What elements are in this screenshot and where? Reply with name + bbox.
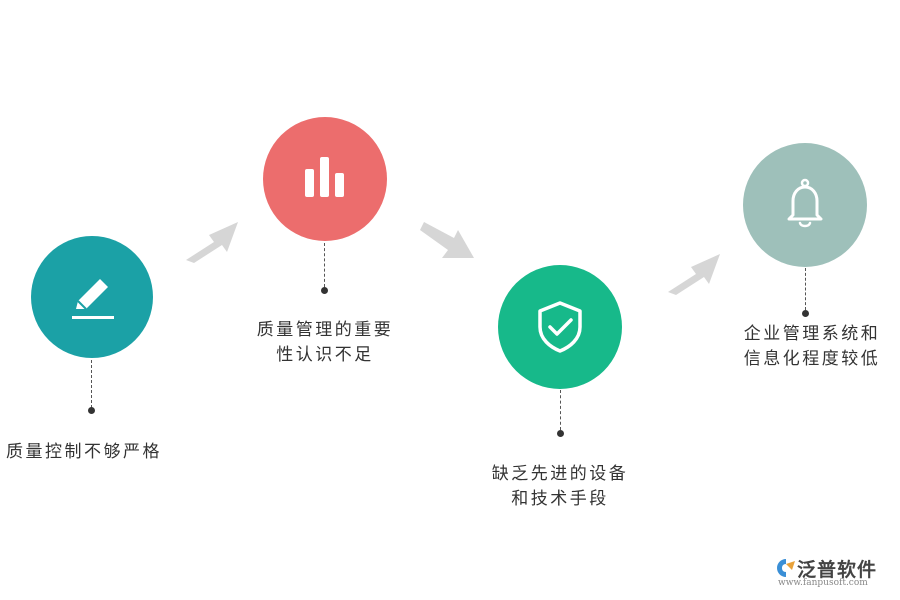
logo-name: 泛普软件: [797, 559, 878, 581]
step-4-connector: [805, 268, 806, 310]
arrow-2-to-3: [420, 222, 474, 258]
step-4-label-line-1: 企业管理系统和: [743, 324, 881, 344]
arrow-3-to-4: [668, 254, 720, 295]
step-2-circle: [263, 117, 387, 241]
step-3-connector: [560, 390, 561, 430]
step-1-label-line-1: 质量控制不够严格: [6, 442, 162, 462]
step-1-dot: [88, 407, 95, 414]
step-1-label: 质量控制不够严格: [6, 440, 176, 465]
logo-url: www.fanpusoft.com: [778, 578, 868, 588]
step-4-dot: [802, 310, 809, 317]
pencil-icon: [72, 279, 114, 319]
bell-icon: [787, 178, 823, 228]
step-2-dot: [321, 287, 328, 294]
step-4-label: 企业管理系统和 信息化程度较低: [724, 322, 900, 372]
step-3-label: 缺乏先进的设备 和技术手段: [470, 462, 650, 512]
step-1-connector: [91, 360, 92, 408]
fanpu-logo-icon: [777, 559, 795, 577]
step-1-circle: [31, 236, 153, 358]
step-2-label-line-2: 性认识不足: [276, 345, 374, 365]
step-4-label-line-2: 信息化程度较低: [743, 349, 881, 369]
step-2-label-line-1: 质量管理的重要: [256, 320, 394, 340]
step-3-label-line-1: 缺乏先进的设备: [491, 464, 629, 484]
bar-chart-icon: [305, 157, 344, 197]
shield-check-icon: [538, 301, 582, 353]
step-3-label-line-2: 和技术手段: [511, 489, 609, 509]
arrow-1-to-2: [186, 222, 238, 263]
step-4-circle: [743, 143, 867, 267]
step-3-dot: [557, 430, 564, 437]
step-2-label: 质量管理的重要 性认识不足: [235, 318, 415, 368]
step-2-connector: [324, 243, 325, 287]
step-3-circle: [498, 265, 622, 389]
